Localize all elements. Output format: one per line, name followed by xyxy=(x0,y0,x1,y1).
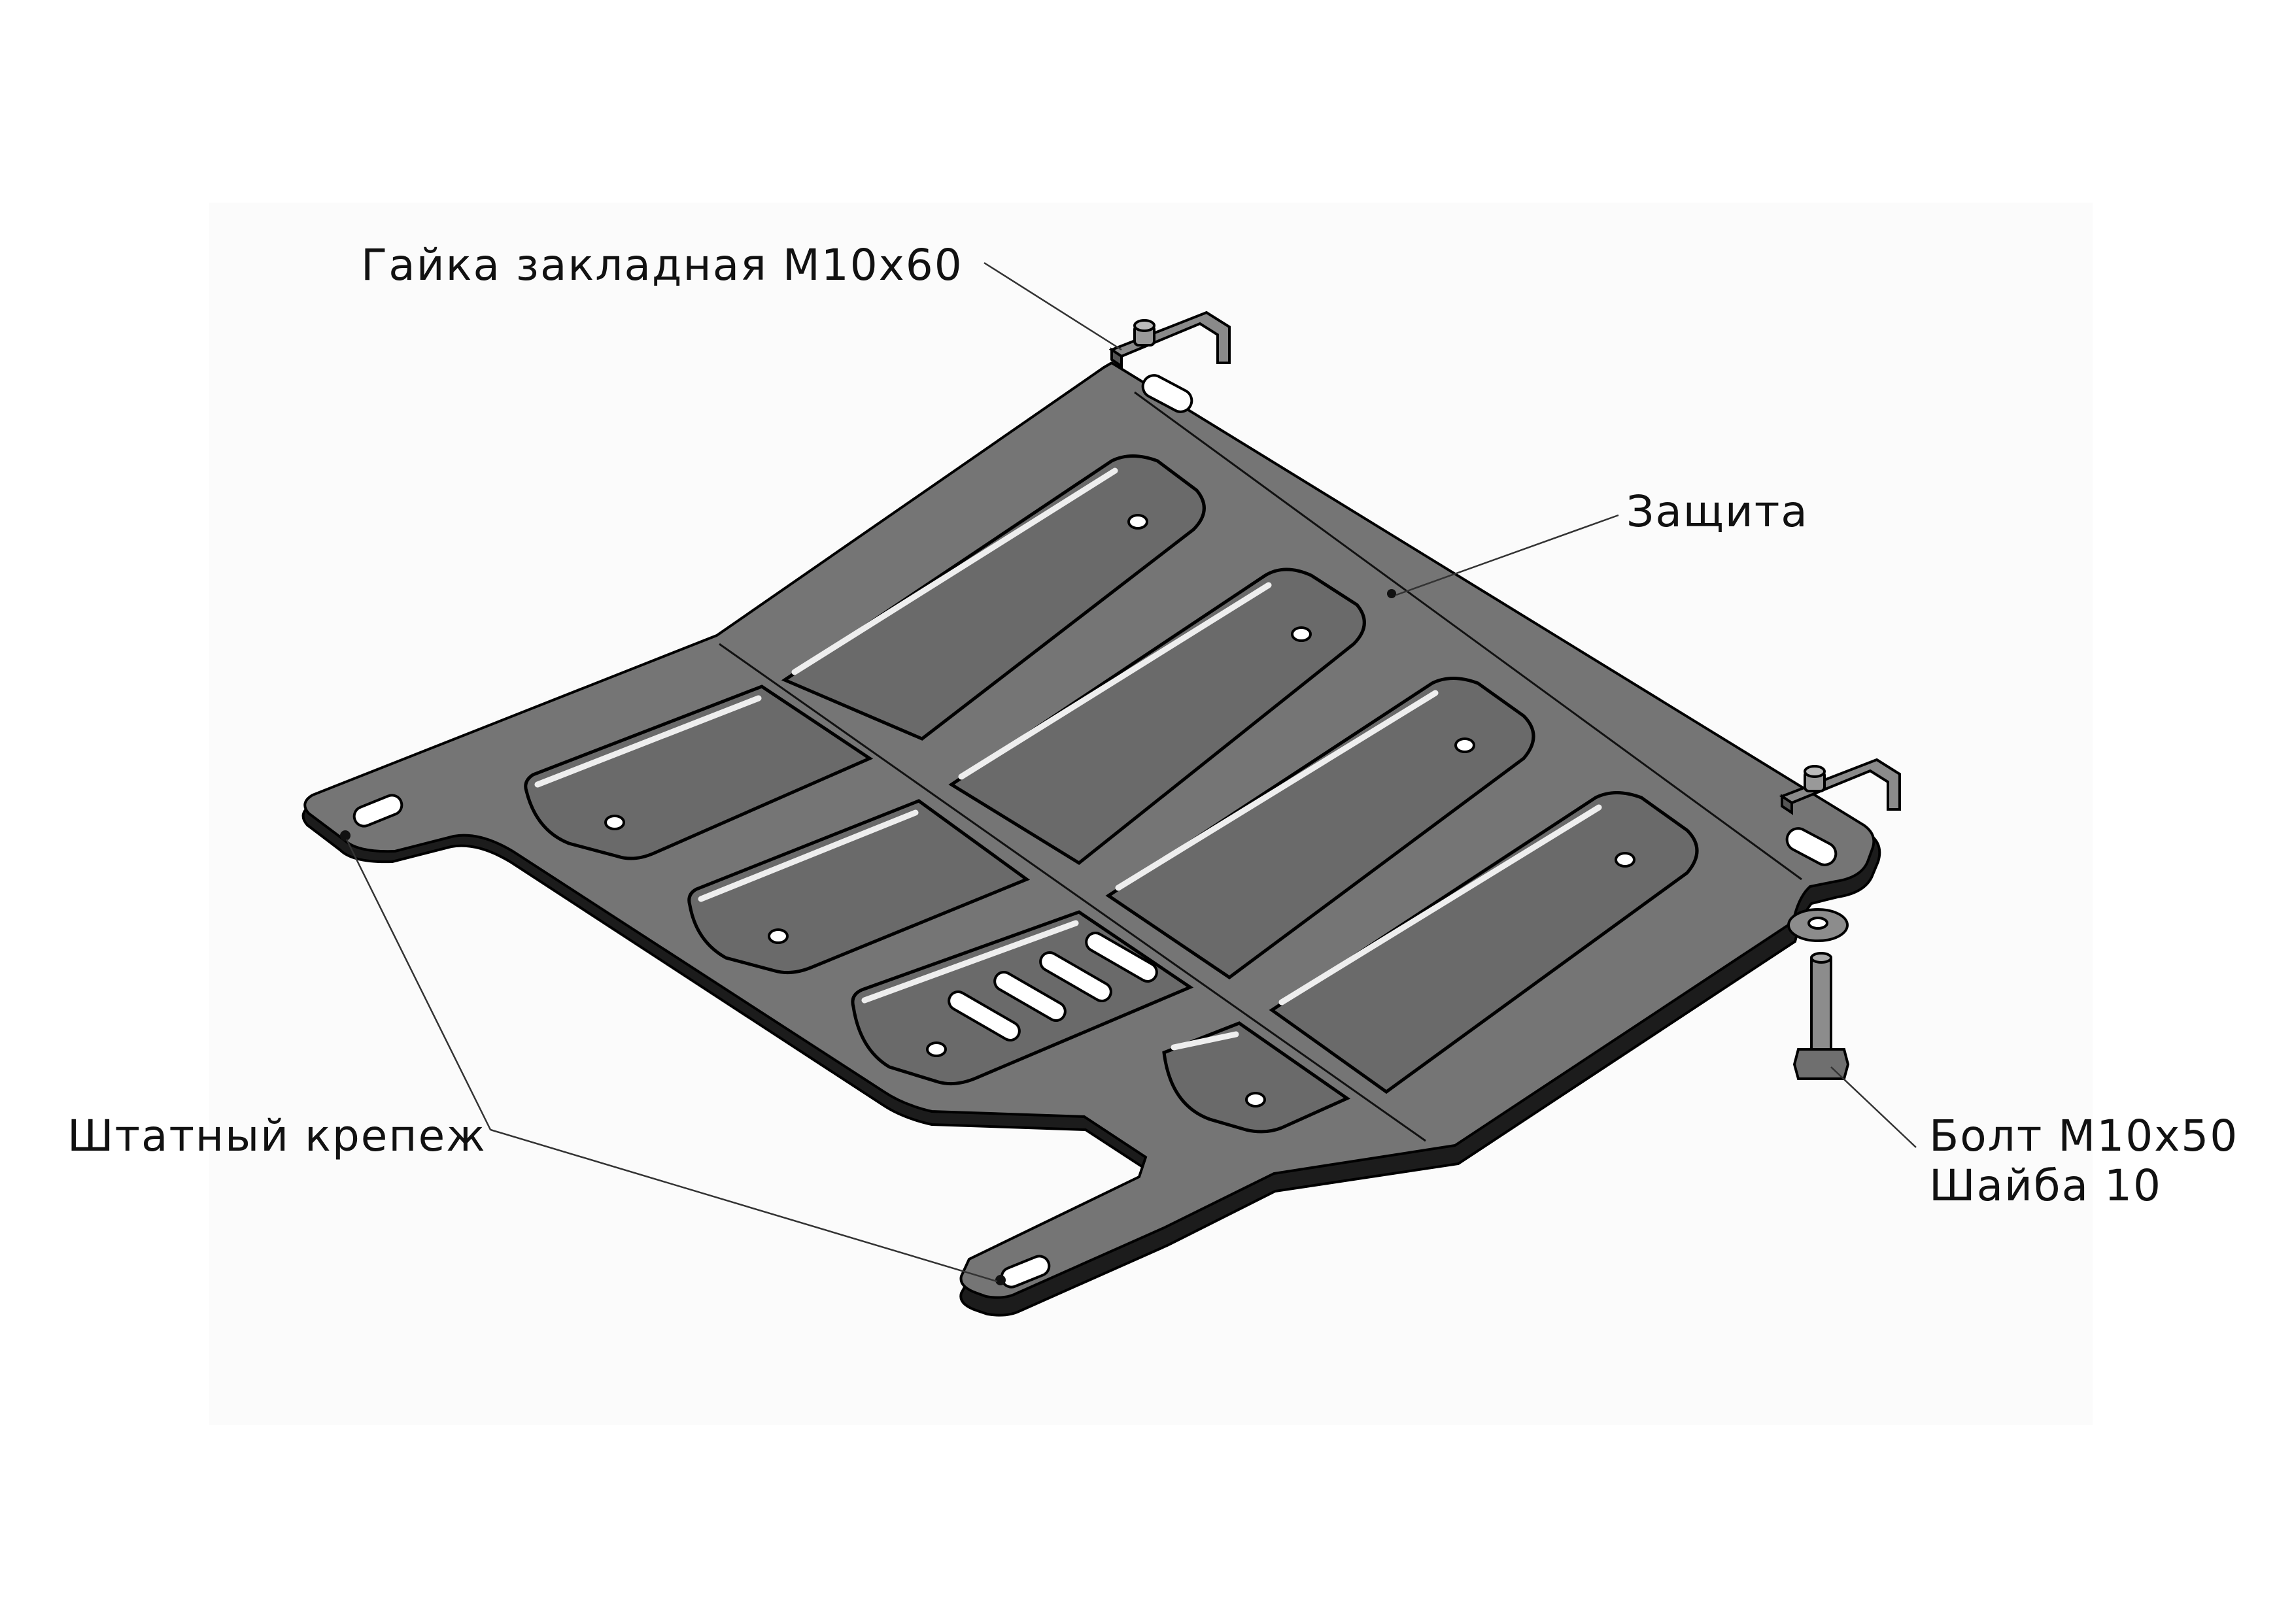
label-guard: Защита xyxy=(1626,486,1809,537)
hole-7 xyxy=(926,1041,947,1057)
label-stock-fastener: Штатный крепеж xyxy=(67,1111,487,1161)
leader-lines xyxy=(345,262,1917,1283)
nut-bracket-right xyxy=(1779,758,1901,815)
vent-slot-2 xyxy=(993,971,1067,1022)
leader-bolt xyxy=(1830,1066,1917,1148)
leader-fastener-left xyxy=(345,839,492,1130)
nut-bracket-left xyxy=(1108,311,1231,369)
bend-line-middle xyxy=(719,643,1426,1142)
rib-4 xyxy=(1269,791,1699,1094)
rib-1 xyxy=(781,454,1206,741)
label-embedded-nut: Гайка закладная М10х60 xyxy=(361,240,963,290)
label-washer: Шайба 10 xyxy=(1929,1160,2163,1211)
rib-6-highlight xyxy=(698,809,919,902)
slot-front-left xyxy=(352,794,403,828)
rib-8-highlight xyxy=(1171,1031,1239,1051)
leader-guard xyxy=(1395,514,1619,596)
hole-1 xyxy=(1127,514,1148,530)
hole-5 xyxy=(604,815,625,830)
label-bolt-washer: Болт М10х50 Шайба 10 xyxy=(1929,1111,2238,1211)
rib-8 xyxy=(1162,1021,1351,1134)
vent-slot-4 xyxy=(1085,932,1158,983)
hole-6 xyxy=(768,928,789,944)
rib-3-highlight xyxy=(1115,690,1439,891)
rib-7-highlight xyxy=(861,920,1079,1004)
leader-nut xyxy=(984,262,1122,351)
rib-2-highlight xyxy=(958,582,1272,780)
hole-4 xyxy=(1615,852,1635,868)
stock-fastener-left xyxy=(340,830,351,841)
hole-8 xyxy=(1245,1092,1266,1108)
guard-anchor-point xyxy=(1387,589,1396,598)
leader-fastener-right xyxy=(490,1128,998,1283)
vent-slot-3 xyxy=(1039,951,1112,1002)
rib-4-highlight xyxy=(1278,804,1602,1006)
bend-line-rear xyxy=(1134,391,1802,881)
rib-2 xyxy=(948,567,1366,866)
bend-lines xyxy=(719,391,1802,1142)
rib-5-highlight xyxy=(534,695,762,788)
label-bolt: Болт М10х50 xyxy=(1929,1111,2239,1161)
slot-rear-right xyxy=(1785,827,1838,866)
stock-fastener-right xyxy=(995,1275,1006,1285)
holes xyxy=(604,514,1635,1108)
washer xyxy=(1787,908,1849,942)
rib-3 xyxy=(1105,677,1535,980)
vent-slots xyxy=(948,932,1158,1041)
rib-highlights xyxy=(534,467,1602,1051)
hole-3 xyxy=(1454,737,1475,753)
mounting-slots xyxy=(352,374,1838,1289)
vent-slot-1 xyxy=(948,990,1021,1041)
rib-1-highlight xyxy=(791,467,1118,675)
hole-2 xyxy=(1291,626,1312,642)
slot-rear-left xyxy=(1141,374,1193,413)
